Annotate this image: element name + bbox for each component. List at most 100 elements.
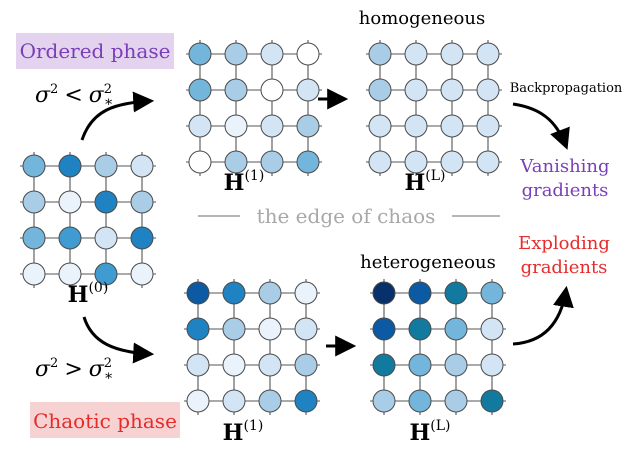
node-circle — [440, 42, 464, 66]
node-circle — [408, 317, 432, 341]
node-circle — [444, 389, 468, 413]
label-hl-top: H(L) — [404, 168, 445, 196]
node-circle — [444, 353, 468, 377]
node-circle — [258, 281, 282, 305]
heterogeneous-header: heterogeneous — [360, 252, 496, 273]
node-circle — [296, 150, 320, 174]
lower-operator: > — [64, 357, 82, 382]
node-circle — [480, 317, 504, 341]
node-circle — [224, 114, 248, 138]
node-circle — [294, 389, 318, 413]
arrow-exploding — [512, 285, 574, 346]
node-circle — [404, 114, 428, 138]
node-circle — [476, 150, 500, 174]
upper-star-exponent: 2 — [104, 82, 112, 97]
homogeneous-header: homogeneous — [359, 8, 485, 29]
node-circle — [408, 281, 432, 305]
node-circle — [130, 262, 154, 286]
node-circle — [260, 150, 284, 174]
exploding-gradients-line1: Exploding — [518, 233, 610, 254]
matrix-hl-top — [366, 40, 502, 176]
node-circle — [188, 78, 212, 102]
node-circle — [404, 150, 428, 174]
node-circle — [224, 150, 248, 174]
node-circle — [368, 78, 392, 102]
lower-star-exponent: 2 — [104, 356, 112, 371]
node-circle — [440, 114, 464, 138]
matrix-h1-bottom — [184, 279, 320, 415]
label-h0: H(0) — [68, 280, 109, 308]
label-hl-bottom-base: H — [409, 420, 430, 446]
upper-sigma-star: σ — [89, 83, 105, 108]
upper-star-subscript: * — [105, 97, 112, 113]
node-circle — [480, 281, 504, 305]
node-circle — [368, 114, 392, 138]
node-circle — [22, 262, 46, 286]
node-circle — [94, 154, 118, 178]
node-circle — [258, 389, 282, 413]
node-circle — [258, 353, 282, 377]
node-circle — [186, 317, 210, 341]
node-circle — [58, 190, 82, 214]
ordered-phase-label: Ordered phase — [20, 39, 171, 63]
lower-sigma-exponent: 2 — [50, 356, 58, 371]
node-circle — [444, 317, 468, 341]
node-circle — [94, 262, 118, 286]
node-circle — [408, 389, 432, 413]
node-circle — [22, 190, 46, 214]
node-circle — [222, 353, 246, 377]
node-circle — [294, 353, 318, 377]
label-h1-top-sup: (1) — [244, 168, 264, 184]
node-circle — [58, 262, 82, 286]
label-hl-top-sup: (L) — [425, 168, 445, 184]
node-circle — [94, 190, 118, 214]
matrix-h1-top — [186, 40, 322, 176]
node-circle — [22, 154, 46, 178]
node-circle — [372, 353, 396, 377]
node-circle — [440, 78, 464, 102]
arrow-vanishing — [512, 102, 570, 150]
node-circle — [404, 78, 428, 102]
backpropagation-label: Backpropagation — [510, 81, 623, 96]
upper-operator: < — [64, 83, 82, 108]
node-circle — [222, 317, 246, 341]
node-circle — [94, 226, 118, 250]
node-circle — [368, 150, 392, 174]
node-circle — [372, 317, 396, 341]
node-circle — [186, 353, 210, 377]
label-h1-bottom-sup: (1) — [243, 418, 263, 434]
node-circle — [222, 281, 246, 305]
node-circle — [224, 78, 248, 102]
node-circle — [258, 317, 282, 341]
upper-condition: σ2<σ2* — [35, 82, 112, 113]
node-circle — [188, 42, 212, 66]
label-h1-bottom-base: H — [223, 420, 244, 446]
matrix-h0 — [20, 152, 156, 288]
matrix-hl-bottom — [370, 279, 506, 415]
label-h0-sup: (0) — [88, 280, 108, 296]
node-circle — [408, 353, 432, 377]
label-hl-bottom: H(L) — [409, 418, 450, 446]
edge-of-chaos-label: the edge of chaos — [257, 204, 436, 228]
node-circle — [260, 114, 284, 138]
node-circle — [296, 114, 320, 138]
node-circle — [260, 42, 284, 66]
vanishing-gradients-line1: Vanishing — [519, 156, 609, 177]
upper-sigma-exponent: 2 — [50, 82, 58, 97]
lower-star-subscript: * — [105, 371, 112, 387]
node-circle — [222, 389, 246, 413]
node-circle — [476, 114, 500, 138]
vanishing-gradients-line2: gradients — [522, 180, 609, 201]
ordered-phase-background — [16, 33, 174, 69]
node-circle — [224, 42, 248, 66]
node-circle — [480, 389, 504, 413]
node-circle — [186, 389, 210, 413]
label-hl-bottom-sup: (L) — [430, 418, 450, 434]
node-circle — [372, 281, 396, 305]
label-h1-bottom: H(1) — [223, 418, 264, 446]
node-circle — [368, 42, 392, 66]
node-circle — [186, 281, 210, 305]
lower-sigma: σ — [35, 357, 51, 382]
lower-condition: σ2>σ2* — [35, 356, 112, 387]
node-circle — [444, 281, 468, 305]
